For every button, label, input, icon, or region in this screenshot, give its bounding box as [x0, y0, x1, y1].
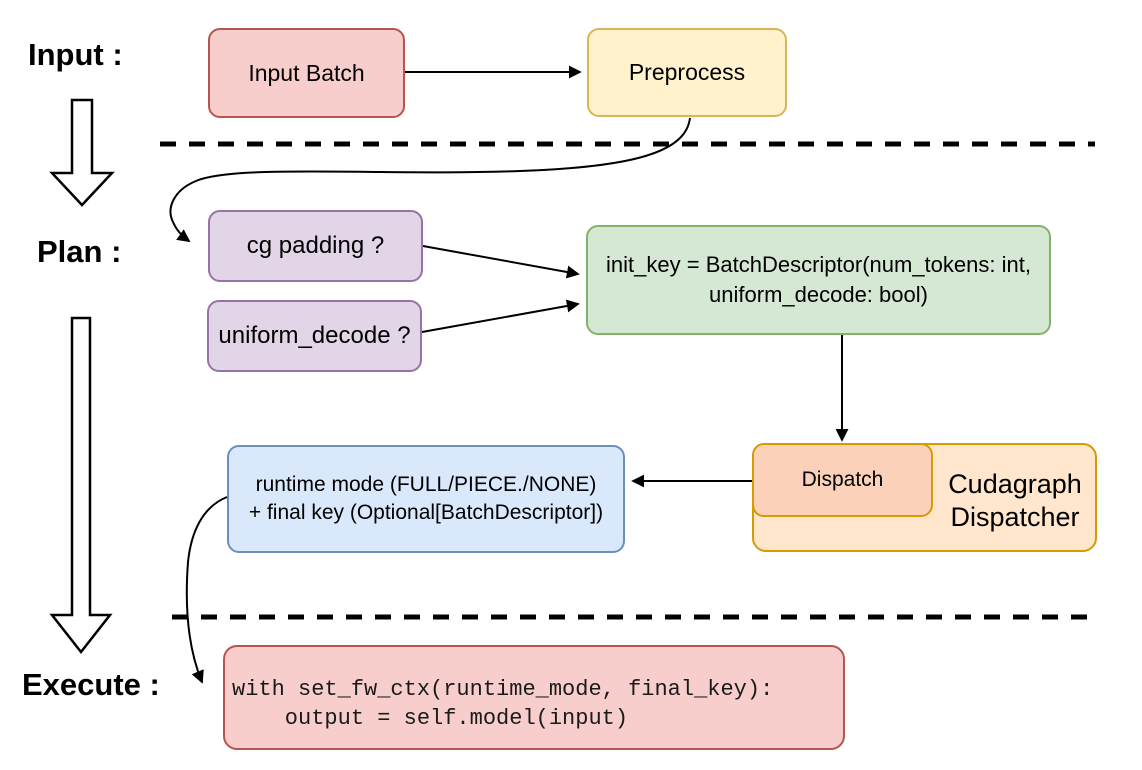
uniform-decode-node: uniform_decode ? — [207, 300, 422, 372]
plan-to-execute-arrow-icon — [49, 316, 113, 655]
arrow-uniform-decode-to-init-key — [421, 299, 580, 333]
runtime-result-line2: + final key (Optional[BatchDescriptor]) — [248, 501, 604, 524]
runtime-result-node: runtime mode (FULL/PIECE./NONE) + final … — [227, 445, 625, 553]
cudagraph-label-line1: Cudagraph — [948, 468, 1082, 499]
cg-padding-node: cg padding ? — [208, 210, 423, 282]
arrow-cg-padding-to-init-key — [422, 245, 580, 279]
input-to-plan-arrow-icon — [49, 98, 115, 207]
cudagraph-label-line2: Dispatcher — [950, 501, 1080, 532]
preprocess-node: Preprocess — [587, 28, 787, 117]
init-key-line1: init_key = BatchDescriptor(num_tokens: i… — [606, 252, 1031, 277]
input-batch-node: Input Batch — [208, 28, 405, 118]
init-key-line2: uniform_decode: bool) — [709, 282, 928, 307]
execute-section-label: Execute : — [22, 667, 160, 702]
plan-section-label: Plan : — [37, 234, 122, 269]
input-section-label: Input : — [28, 37, 123, 72]
runtime-result-line1: runtime mode (FULL/PIECE./NONE) — [255, 473, 597, 496]
init-key-node: init_key = BatchDescriptor(num_tokens: i… — [586, 225, 1051, 335]
arrow-runtime-result-to-execute-code — [185, 496, 228, 684]
execute-code-line1: with set_fw_ctx(runtime_mode, final_key)… — [232, 677, 774, 702]
execute-code-node: with set_fw_ctx(runtime_mode, final_key)… — [223, 645, 845, 750]
execute-code-line2: output = self.model(input) — [232, 706, 629, 731]
dispatch-node: Dispatch — [752, 443, 933, 517]
cudagraph-dispatcher-label: Cudagraph Dispatcher — [935, 445, 1095, 550]
